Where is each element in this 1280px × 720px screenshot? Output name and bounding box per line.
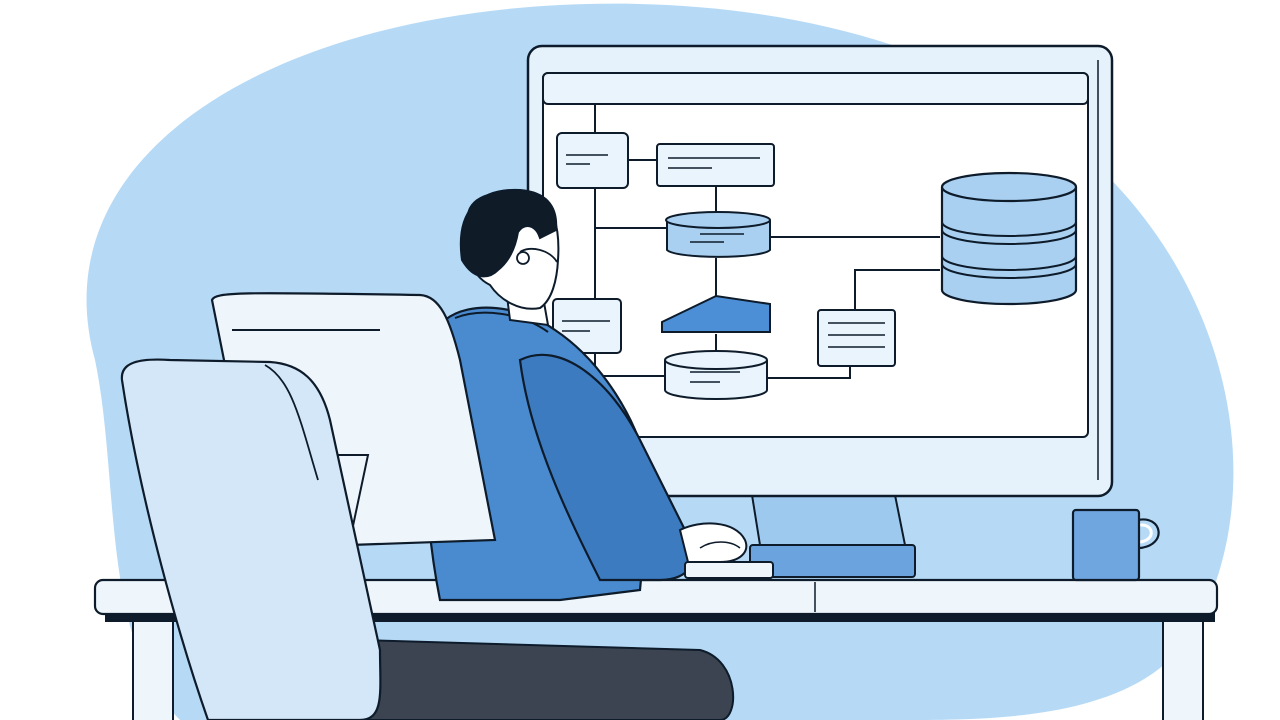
glasses — [519, 248, 558, 263]
flow-node-cylinder — [664, 350, 768, 400]
desk-leg — [132, 611, 174, 720]
connector — [767, 366, 851, 379]
flow-node — [556, 132, 629, 189]
hair — [459, 188, 558, 278]
desk-leg — [1162, 611, 1204, 720]
chair-seat — [120, 358, 382, 720]
mug-icon — [1071, 508, 1160, 582]
database-icon — [940, 171, 1078, 306]
flow-node — [552, 298, 622, 354]
flow-node-cylinder — [665, 211, 771, 258]
monitor-stand-base — [749, 544, 916, 578]
pants — [359, 638, 735, 720]
connector — [854, 269, 940, 310]
flow-node — [656, 143, 775, 187]
decision-icon — [661, 294, 771, 333]
keyboard — [684, 561, 774, 579]
chair — [120, 292, 497, 720]
desk — [93, 578, 1219, 720]
window-titlebar — [542, 72, 1089, 105]
flow-node — [817, 309, 896, 367]
monitor-stand — [750, 494, 907, 546]
